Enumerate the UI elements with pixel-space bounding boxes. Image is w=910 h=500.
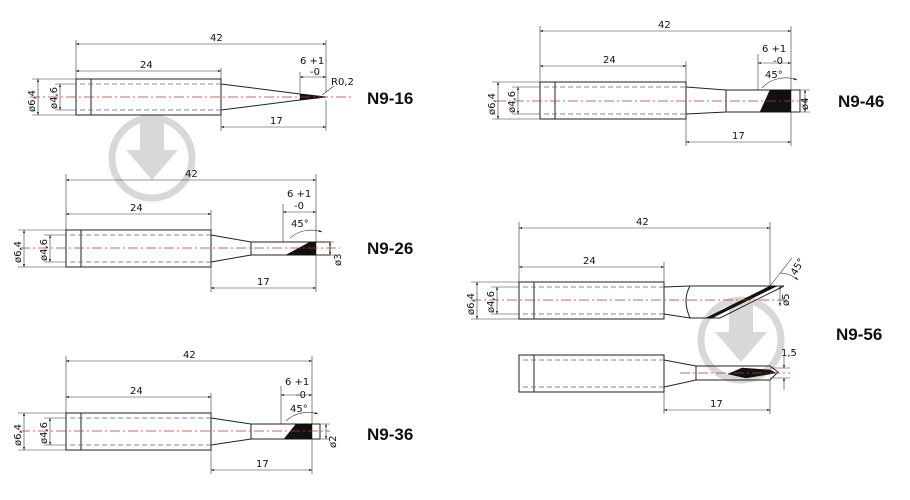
model-label-n9-36: N9-36 [367, 425, 413, 444]
dimension-tip-thickness: 1,5 [781, 348, 797, 359]
dimension-tip-tolerance-top: 6 +1 [762, 44, 786, 55]
dimension-outer-diameter: ø6,4 [27, 90, 38, 112]
model-label-n9-26: N9-26 [367, 239, 413, 258]
model-label-n9-56: N9-56 [836, 325, 882, 344]
dimension-inner-diameter: ø4,6 [49, 87, 60, 109]
dimension-handle-length: 24 [130, 386, 143, 397]
dimension-handle-length: 24 [583, 256, 596, 267]
diagram-n9-46: 42 24 17 6 +1 -0 45° ø4 ø6,4 ø4,6 N9-46 [487, 20, 884, 146]
dimension-tip-length: 17 [256, 459, 269, 470]
dimension-handle-length: 24 [603, 55, 616, 66]
diagram-n9-36: 42 24 17 6 +1 -0 45° ø2 ø6,4 ø4,6 N9-36 [13, 350, 413, 474]
model-label-n9-16: N9-16 [367, 89, 413, 108]
dimension-overall-length: 42 [183, 350, 196, 361]
dimension-tip-tolerance-top: 6 +1 [300, 56, 324, 67]
diagram-n9-56: 42 24 45° ø5 ø6,4 ø4,6 17 [466, 217, 882, 414]
dimension-tip-tolerance-top: 6 +1 [285, 377, 309, 388]
dimension-inner-diameter: ø4,6 [39, 422, 50, 444]
dimension-tip-tolerance-bottom: -0 [294, 201, 304, 212]
dimension-overall-length: 42 [636, 217, 649, 228]
dimension-outer-diameter: ø6,4 [13, 424, 24, 446]
dimension-overall-length: 42 [658, 20, 671, 31]
dimension-handle-length: 24 [130, 203, 143, 214]
diagram-n9-16: 42 24 17 6 +1 -0 R0,2 ø6,4 ø4,6 N9-16 [27, 33, 413, 131]
dimension-inner-diameter: ø4,6 [507, 91, 518, 113]
dimension-bevel-angle: 45° [765, 70, 783, 81]
dimension-bevel-angle: 45° [290, 404, 308, 415]
dimension-inner-diameter: ø4,6 [39, 239, 50, 261]
dimension-bevel-angle: 45° [789, 257, 807, 278]
dimension-tip-diameter: ø4 [800, 98, 811, 110]
dimension-tip-diameter: ø2 [328, 436, 339, 448]
dimension-inner-diameter: ø4,6 [486, 291, 497, 313]
dimension-bevel-angle: 45° [291, 219, 309, 230]
dimension-outer-diameter: ø6,4 [466, 293, 477, 315]
dimension-outer-diameter: ø6,4 [13, 241, 24, 263]
dimension-tip-radius: R0,2 [331, 77, 354, 88]
watermark-download-icon [697, 296, 785, 384]
dimension-outer-diameter: ø6,4 [487, 93, 498, 115]
dimension-tip-diameter: ø3 [333, 254, 344, 266]
dimension-tip-length: 17 [710, 399, 723, 410]
watermark-download-icon [108, 114, 196, 202]
dimension-tip-length: 17 [270, 116, 283, 127]
dimension-tip-tolerance-bottom: -0 [773, 56, 783, 67]
diagram-n9-26: 42 24 17 6 +1 -0 45° ø3 ø6,4 ø4,6 N9-26 [13, 169, 413, 292]
dimension-tip-tolerance-top: 6 +1 [287, 189, 311, 200]
dimension-tip-tolerance-bottom: -0 [296, 390, 306, 401]
dimension-tip-length: 17 [732, 131, 745, 142]
dimension-overall-length: 42 [185, 169, 198, 180]
dimension-tip-diameter: ø5 [781, 294, 792, 306]
dimension-handle-length: 24 [140, 60, 153, 71]
dimension-tip-length: 17 [257, 277, 270, 288]
dimension-overall-length: 42 [210, 33, 223, 44]
dimension-tip-tolerance-bottom: -0 [310, 67, 320, 78]
model-label-n9-46: N9-46 [838, 92, 884, 111]
